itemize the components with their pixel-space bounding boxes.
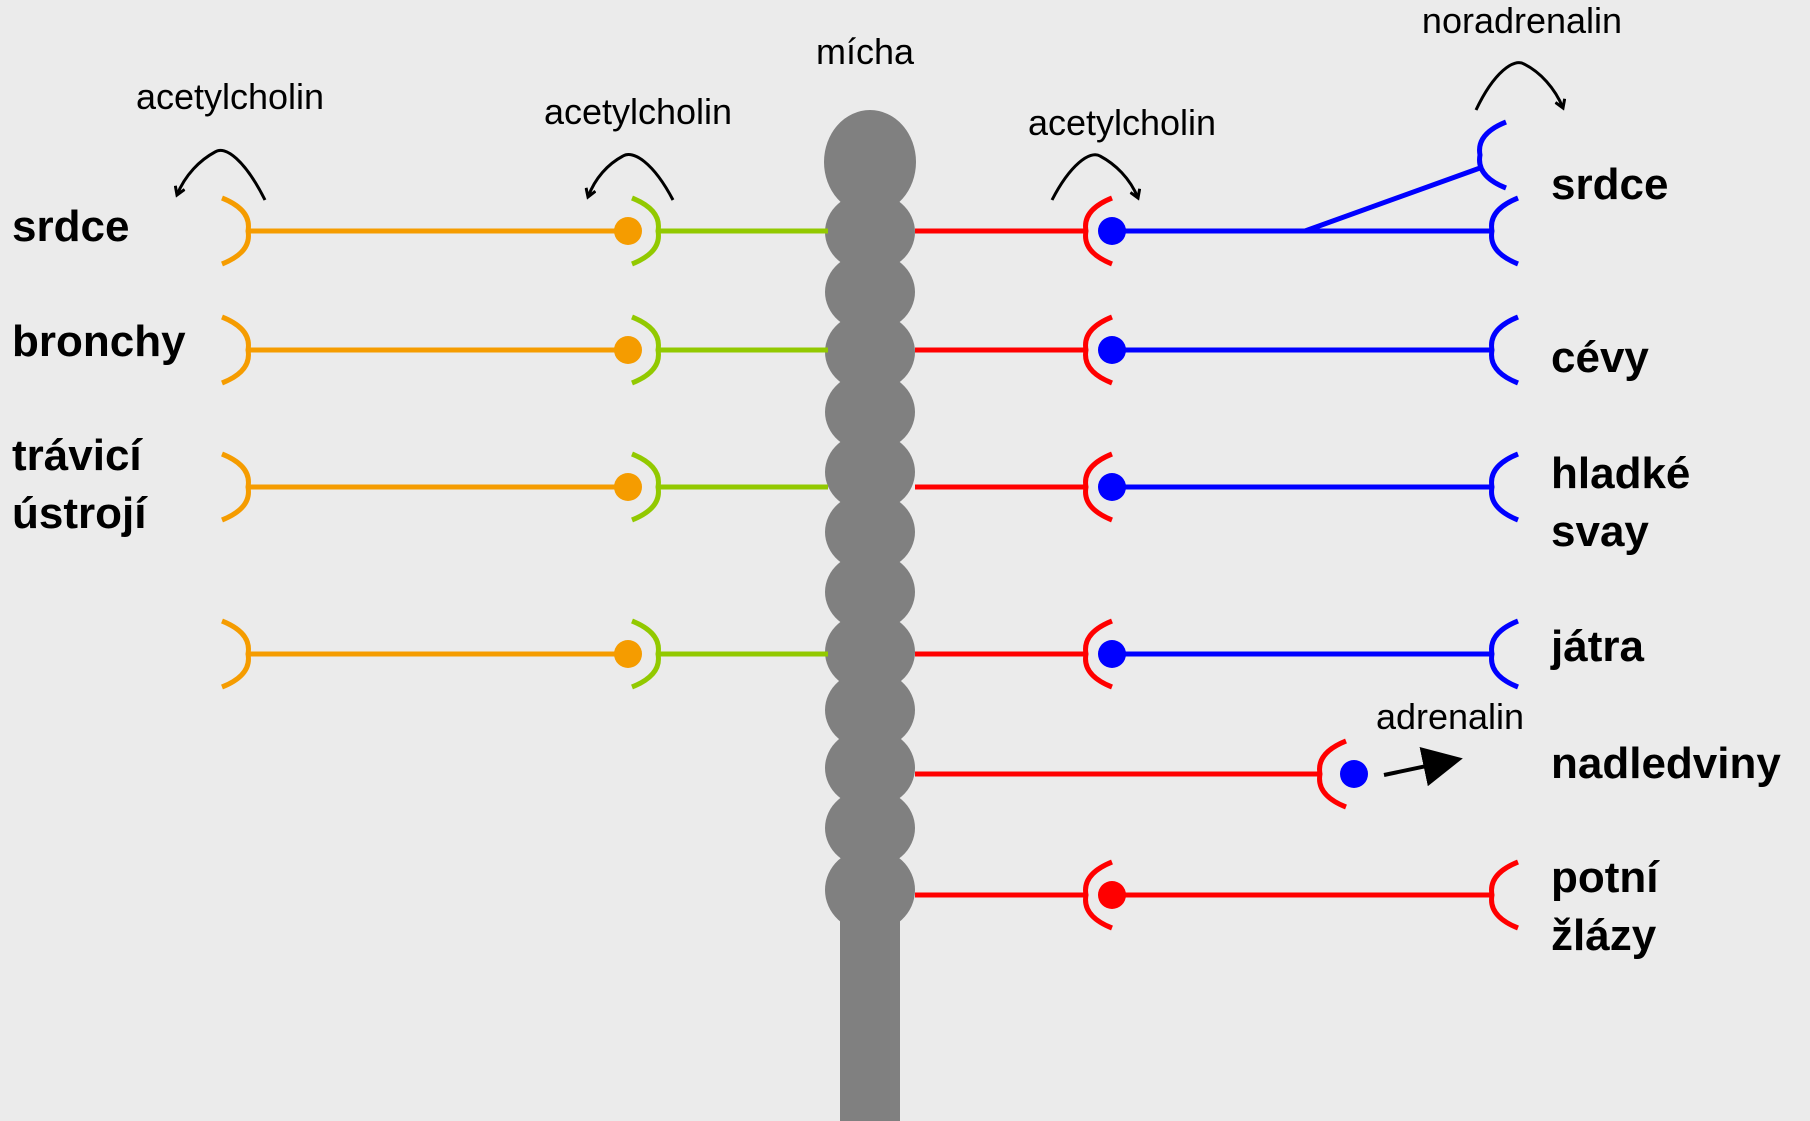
nt-left-inner-arrow bbox=[588, 153, 675, 201]
organ-left-bronchi: bronchy bbox=[12, 317, 186, 366]
adrenalin-release-arrow bbox=[1383, 747, 1463, 787]
nt-adrenal-label: adrenalin bbox=[1376, 696, 1524, 737]
sympathetic-pathway-heart bbox=[915, 119, 1519, 267]
organ-left-digestive-line2: ústrojí bbox=[12, 489, 148, 538]
parasympathetic-pathway-fourth bbox=[221, 618, 828, 690]
parasympathetic-pathway-bronchi bbox=[221, 314, 828, 386]
nt-left-outer-label: acetylcholin bbox=[136, 76, 324, 117]
organ-right-liver: játra bbox=[1550, 622, 1644, 671]
organ-left-heart: srdce bbox=[12, 202, 129, 251]
nt-right-target-arrow bbox=[1474, 61, 1563, 111]
spinal-cord-label: mícha bbox=[816, 31, 915, 72]
nt-left-inner-label: acetylcholin bbox=[544, 91, 732, 132]
sympathetic-pathway-adrenal bbox=[915, 738, 1368, 810]
sympathetic-pathway-sweat-glands bbox=[915, 859, 1519, 931]
nt-right-target-label: noradrenalin bbox=[1422, 0, 1622, 41]
parasympathetic-pathway-heart bbox=[221, 195, 828, 267]
spinal-cord bbox=[824, 110, 916, 1121]
nt-right-ganglion-label: acetylcholin bbox=[1028, 102, 1216, 143]
nt-right-ganglion-arrow bbox=[1050, 153, 1138, 201]
nt-left-outer-arrow bbox=[177, 148, 267, 201]
organ-left-digestive-line1: trávicí bbox=[12, 431, 143, 480]
organ-right-heart: srdce bbox=[1551, 160, 1668, 209]
organ-right-smooth-line2: svay bbox=[1551, 507, 1649, 556]
organ-right-smooth-line1: hladké bbox=[1551, 449, 1690, 498]
organ-right-sweat-line2: žlázy bbox=[1551, 911, 1657, 960]
organ-right-vessels: cévy bbox=[1551, 333, 1649, 382]
sympathetic-pathway-smooth-muscle bbox=[915, 451, 1519, 523]
organ-right-sweat-line1: potní bbox=[1551, 853, 1660, 902]
parasympathetic-pathway-digestive bbox=[221, 451, 828, 523]
sympathetic-pathway-liver bbox=[915, 618, 1519, 690]
organ-right-adrenal: nadledviny bbox=[1551, 739, 1781, 788]
sympathetic-pathway-vessels bbox=[915, 314, 1519, 386]
